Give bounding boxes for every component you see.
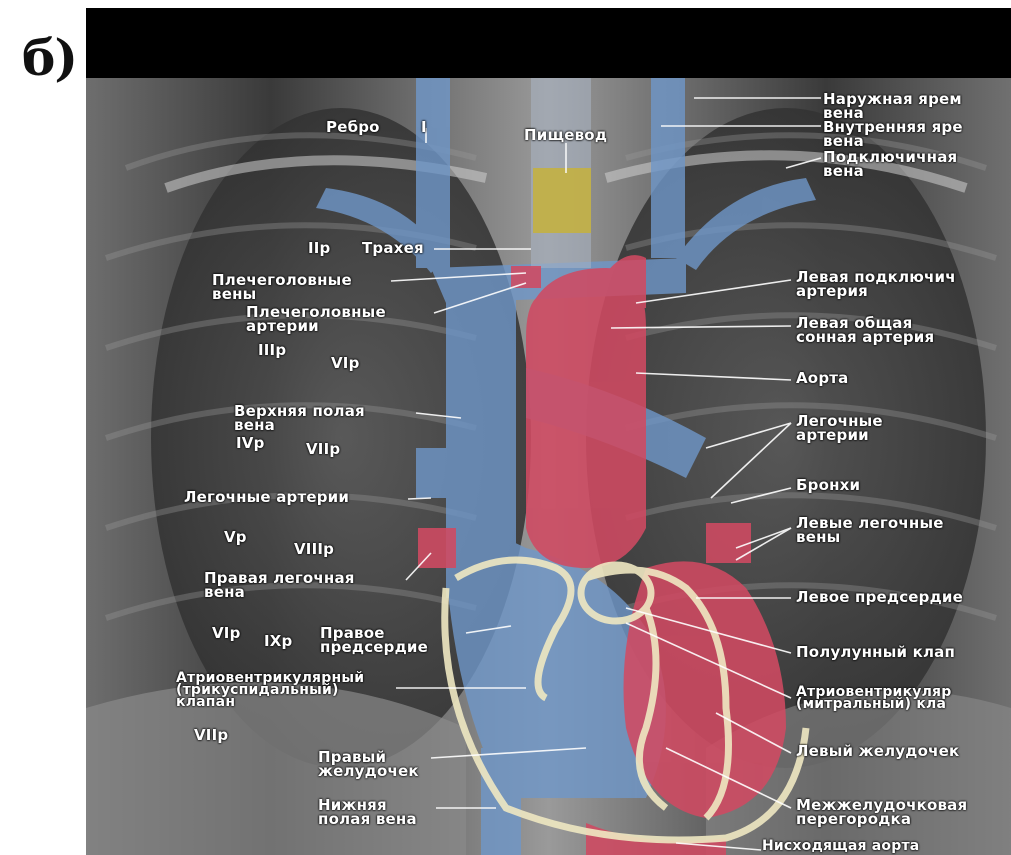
label-rib-9: IXp <box>264 634 292 648</box>
label-rib-8: VIIIp <box>294 542 334 556</box>
label-left-ventricle: Левый желудочек <box>796 744 959 758</box>
label-rib-7b: VIIp <box>194 728 228 742</box>
label-rib-7: VIIp <box>306 442 340 456</box>
label-rib-2: IIp <box>308 241 331 255</box>
label-rib-4: IVp <box>236 436 265 450</box>
label-semilunar-valve: Полулунный клап <box>796 645 955 659</box>
label-rib-6: VIp <box>331 356 360 370</box>
label-rib-6b: VIp <box>212 626 241 640</box>
label-tricuspid-valve: Атриовентрикулярный(трикуспидальный)клап… <box>176 672 364 708</box>
label-rib-number-1: I <box>421 120 427 134</box>
label-trachea: Трахея <box>362 241 424 255</box>
panel-letter: б) <box>22 28 77 87</box>
label-pulmonary-arteries-right: Легочные артерии <box>184 490 349 504</box>
label-rebro: Ребро <box>326 120 380 134</box>
label-rib-3: IIIp <box>258 343 286 357</box>
label-bronchi: Бронхи <box>796 478 860 492</box>
label-mitral-valve: Атриовентрикуляр(митральный) кла <box>796 686 951 710</box>
label-descending-aorta: Нисходящая аорта <box>762 840 919 852</box>
label-rib-5: Vp <box>224 530 247 544</box>
label-esophagus: Пищевод <box>524 128 607 142</box>
label-left-atrium: Левое предсердие <box>796 590 963 604</box>
label-aorta: Аорта <box>796 371 848 385</box>
esophagus-shape <box>533 168 591 233</box>
